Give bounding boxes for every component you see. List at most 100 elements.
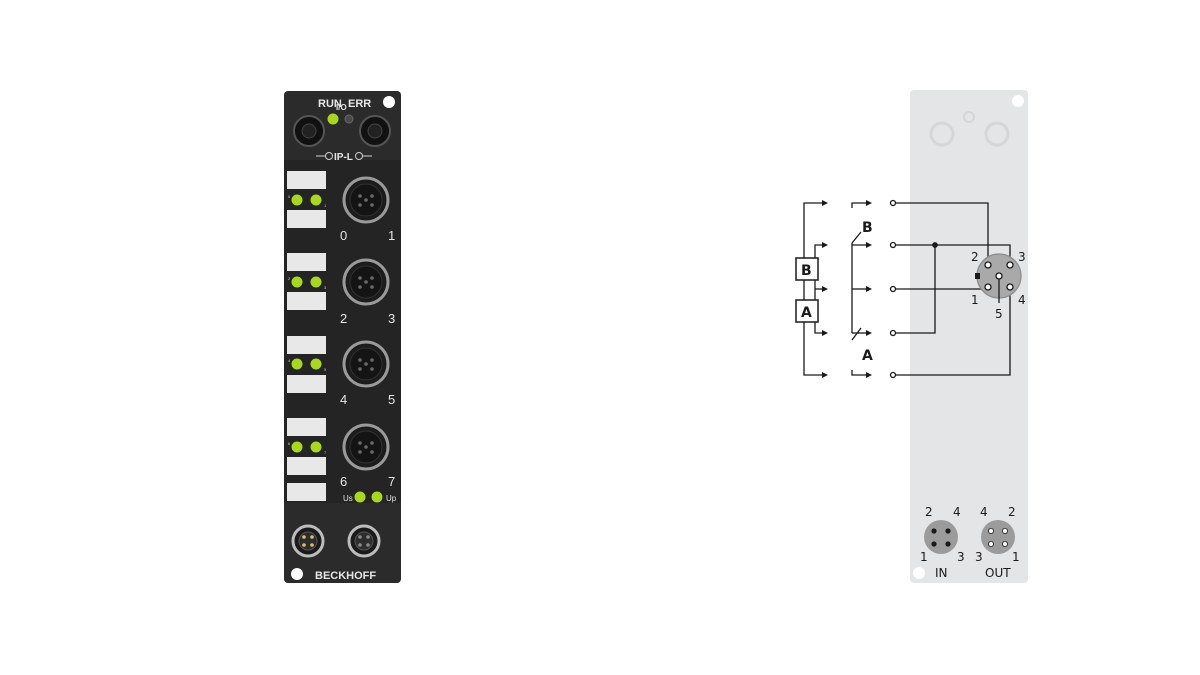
arrow-icon [866,372,872,378]
power-out-diagram: 4 2 3 1 OUT [975,505,1020,580]
encoder-a-line [814,322,822,334]
pin [931,541,937,547]
port-group-2: 4 5 4 5 [287,336,395,407]
encoder-b-line [814,244,822,258]
pin [988,541,995,548]
wire-pin4 [896,289,1011,376]
label-field [287,457,326,475]
pin-4 [1006,283,1014,291]
channel-number-left: 0 [340,228,347,243]
pin-5-label: 5 [995,307,1003,321]
junction-dot [932,242,938,248]
channel-number-left: 6 [340,474,347,489]
brand-logo-text: BECKHOFF [315,570,376,582]
wire-bridge [896,245,936,334]
channel-led [291,276,303,288]
m12-socket [342,340,390,388]
pin [1002,528,1009,535]
channel-led [291,358,303,370]
label-field [287,418,326,436]
us-led [354,491,366,503]
ip-l-label: IP-L [334,152,353,163]
channel-number-right: 3 [388,311,395,326]
power-out-symbol [981,520,1015,554]
us-label: Us [343,494,353,503]
switch-b-label: B [862,220,873,236]
wiring-labels: B A B A 2 3 1 4 5 [801,220,1026,364]
m12-socket [342,176,390,224]
panel-mount-hole-top [1012,95,1024,107]
pin-label: 3 [975,550,983,564]
encoder-bus-line [803,202,822,376]
pin-label: 1 [1012,550,1020,564]
power-out-label: OUT [985,566,1011,580]
switch-b-blade [851,231,862,244]
io-module: RUN I/O ERR IP-L 0 1 [284,91,401,583]
ghost-port-icon [929,121,955,147]
switch-a-label: A [862,348,873,364]
terminal-point [889,241,897,249]
ethercat-port-in [293,115,325,147]
pin [945,528,951,534]
run-led [327,113,339,125]
arrow-icon [866,200,872,206]
panel-mount-hole-bottom [913,567,925,579]
terminal-point [889,329,897,337]
led-label: 4 [288,358,291,363]
power-connector-in [291,524,325,558]
pin-label: 1 [920,550,928,564]
port-group-1: 2 3 2 3 [287,253,395,326]
arrow-icon [822,330,828,336]
arrow-icon [866,242,872,248]
channel-number-right: 7 [388,474,395,489]
ghost-port-icon [984,121,1010,147]
err-led [344,114,354,124]
pin-3 [1006,261,1014,269]
led-label: 7 [324,450,327,455]
arrow-icon [822,200,828,206]
mount-hole-bottom [291,568,303,580]
pin-3-label: 3 [1018,250,1026,264]
pin-1 [984,283,992,291]
m12-socket [342,258,390,306]
ip-l-circle-left [325,152,333,160]
power-in-diagram: 2 4 1 3 IN [920,505,965,580]
led-label: 6 [288,441,291,446]
pin-label: 4 [980,505,988,519]
led-label: 1 [324,203,327,208]
switch-a-bottom [851,370,866,376]
channel-number-right: 5 [388,392,395,407]
channel-led [310,358,322,370]
channel-led [291,194,303,206]
ghost-led-icon [963,111,975,123]
label-field [287,375,326,393]
pin-label: 4 [953,505,961,519]
encoder-a-label: A [801,305,812,321]
port-group-3: 6 7 6 7 [287,418,395,501]
arrow-icon [822,242,828,248]
pin-4-label: 4 [1018,293,1026,307]
arrow-icon [822,372,828,378]
m12-socket [342,423,390,471]
label-field [287,336,326,354]
channel-led [310,194,322,206]
pin-2 [984,261,992,269]
mount-hole-top [383,96,395,108]
label-field [287,210,326,228]
wiring-diagram [795,199,1022,379]
power-in-label: IN [935,566,948,580]
led-label: 3 [324,285,327,290]
switch-a-blade [851,327,862,341]
channel-led [291,441,303,453]
connection-panel [910,90,1028,583]
power-in-symbol [924,520,958,554]
pin-5 [995,272,1003,280]
led-label: 0 [288,194,291,199]
up-label: Up [386,494,397,503]
led-label: 2 [288,276,291,281]
connector-key [975,273,980,279]
arrow-icon [866,330,872,336]
io-label: I/O [336,103,347,112]
pin-label: 3 [957,550,965,564]
